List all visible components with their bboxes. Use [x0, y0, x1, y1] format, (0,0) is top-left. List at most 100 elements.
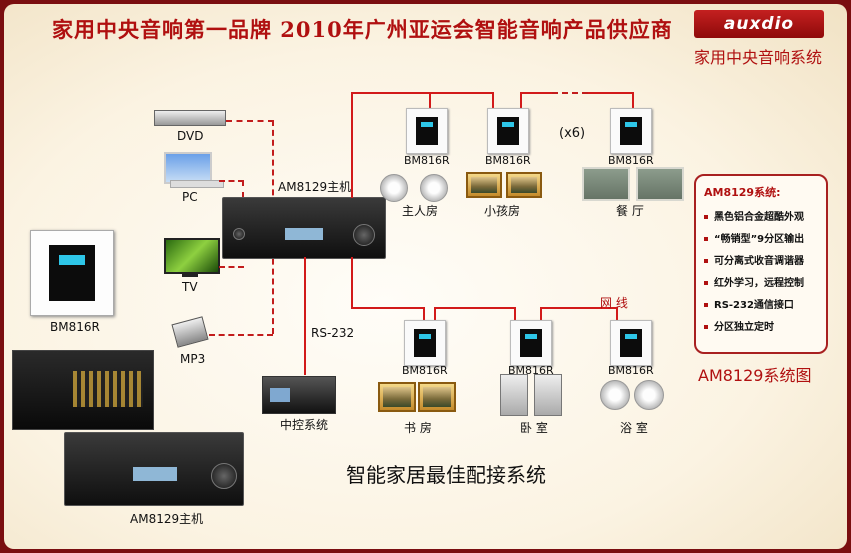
feature-item: 黑色铝合金超酷外观 — [704, 208, 804, 223]
bm816r-label-dining: BM816R — [608, 154, 654, 167]
rs232-label: RS-232 — [311, 326, 355, 340]
host-volume-knob — [353, 224, 375, 246]
mp3-player-image — [171, 316, 209, 348]
room-label-bedroom: 卧 室 — [520, 421, 548, 435]
wall-speaker-dining-2 — [636, 167, 684, 201]
wire-bottom-bus — [351, 307, 423, 309]
feature-box-title: AM8129系统: — [704, 186, 781, 199]
headline: 智能家居最佳配接系统 — [346, 463, 546, 487]
mp3-label: MP3 — [180, 352, 206, 366]
wire-top-link-1 — [429, 92, 431, 108]
wire-top-link-2b — [520, 92, 522, 108]
wire-bottom-link-1c — [434, 307, 514, 309]
central-control-screen — [270, 388, 290, 402]
bm816r-panel-study — [404, 320, 446, 366]
dvd-connector — [226, 120, 274, 122]
wire-rs232 — [304, 257, 306, 375]
picture-speaker-study-2 — [418, 382, 456, 412]
rear-terminal-strip — [73, 371, 143, 407]
host-display — [285, 228, 323, 240]
am8129-feature-box: AM8129系统: 黑色铝合金超酷外观 “畅销型”9分区输出 可分离式收音调谐器… — [694, 174, 828, 354]
picture-speaker-kids-2 — [506, 172, 542, 198]
wire-top-link-1b — [429, 92, 492, 94]
tv-stand — [182, 272, 198, 277]
tv-connector — [219, 266, 244, 268]
bm816r-label-bathroom: BM816R — [608, 364, 654, 377]
network-cable-label: 网 线 — [600, 296, 628, 310]
wire-bottom-link-2 — [514, 307, 516, 321]
brand-logo: auxdio — [694, 10, 824, 38]
diagram-canvas: 家用中央音响第一品牌 2010年广州亚运会智能音响产品供应商 auxdio 家用… — [4, 4, 847, 549]
am8129-large-unit — [64, 432, 244, 506]
bm816r-panel-bedroom — [510, 320, 552, 366]
bm816r-large-display — [59, 255, 85, 265]
pc-connector — [219, 180, 244, 182]
wall-speaker-dining-1 — [582, 167, 630, 201]
ceiling-speaker-bathroom-1 — [600, 380, 630, 410]
host-power-knob — [233, 228, 245, 240]
dvd-label: DVD — [177, 129, 204, 143]
brand-subtitle: 家用中央音响系统 — [694, 48, 823, 67]
wire-top-link-2c — [520, 92, 552, 94]
bm816r-large-panel — [30, 230, 114, 316]
wire-host-to-bottom-bus — [351, 257, 353, 309]
bm816r-label-bedroom: BM816R — [508, 364, 554, 377]
pc-laptop-image — [164, 152, 212, 184]
large-unit-display — [133, 467, 177, 481]
amplifier-rear-view — [12, 350, 154, 430]
ceiling-speaker-bathroom-2 — [634, 380, 664, 410]
central-control-device — [262, 376, 336, 414]
am8129-host-unit — [222, 197, 386, 259]
feature-item: 红外学习，远程控制 — [704, 274, 804, 289]
ceiling-speaker-master-2 — [420, 174, 448, 202]
mp3-connector — [209, 334, 273, 336]
room-label-master: 主人房 — [402, 204, 439, 218]
tv-image — [164, 238, 220, 274]
bm816r-panel-kids — [487, 108, 529, 154]
picture-speaker-kids-1 — [466, 172, 502, 198]
picture-speaker-study-1 — [378, 382, 416, 412]
bm816r-panel-dining — [610, 108, 652, 154]
bm816r-label-kids: BM816R — [485, 154, 531, 167]
room-label-dining: 餐 厅 — [616, 204, 644, 218]
repeat-count-label: (x6) — [559, 126, 586, 141]
am8129-large-label: AM8129主机 — [130, 512, 204, 526]
box-speaker-bedroom-2 — [534, 374, 562, 416]
bm816r-large-label: BM816R — [50, 320, 100, 334]
bm816r-label-master: BM816R — [404, 154, 450, 167]
wire-bottom-link-1b — [434, 307, 436, 321]
bm816r-panel-bathroom — [610, 320, 652, 366]
host-label: AM8129主机 — [278, 180, 352, 194]
wire-top-bus-1 — [351, 92, 429, 94]
dvd-player-image — [154, 110, 226, 126]
room-label-study: 书 房 — [404, 421, 432, 435]
ceiling-speaker-master-1 — [380, 174, 408, 202]
large-unit-volume-knob — [211, 463, 237, 489]
wire-bottom-link-1 — [423, 307, 425, 321]
wire-bottom-link-2b — [540, 307, 542, 321]
feature-item: 分区独立定时 — [704, 318, 774, 333]
bm816r-panel-master — [406, 108, 448, 154]
feature-item: “畅销型”9分区输出 — [704, 230, 804, 245]
bm816r-large-screen — [49, 245, 95, 301]
wire-bottom-link-2c — [540, 307, 616, 309]
room-label-kids: 小孩房 — [484, 204, 521, 218]
wire-top-link-3 — [588, 92, 632, 94]
wire-top-link-3b — [632, 92, 634, 108]
bm816r-label-study: BM816R — [402, 364, 448, 377]
wire-bottom-link-3 — [616, 307, 618, 321]
wire-top-repeat — [552, 92, 588, 94]
tv-label: TV — [182, 280, 198, 294]
pc-label: PC — [182, 190, 198, 204]
pc-laptop-base — [170, 180, 224, 188]
feature-item: 可分离式收音调谐器 — [704, 252, 804, 267]
system-diagram-name: AM8129系统图 — [698, 366, 812, 385]
central-control-label: 中控系统 — [280, 418, 329, 432]
box-speaker-bedroom-1 — [500, 374, 528, 416]
feature-item: RS-232通信接口 — [704, 296, 794, 311]
pc-connector-drop — [242, 180, 244, 198]
room-label-bathroom: 浴 室 — [620, 421, 648, 435]
wire-top-link-2 — [492, 92, 494, 108]
header-slogan: 家用中央音响第一品牌 2010年广州亚运会智能音响产品供应商 — [52, 17, 673, 42]
wire-host-to-top-bus — [351, 92, 353, 198]
